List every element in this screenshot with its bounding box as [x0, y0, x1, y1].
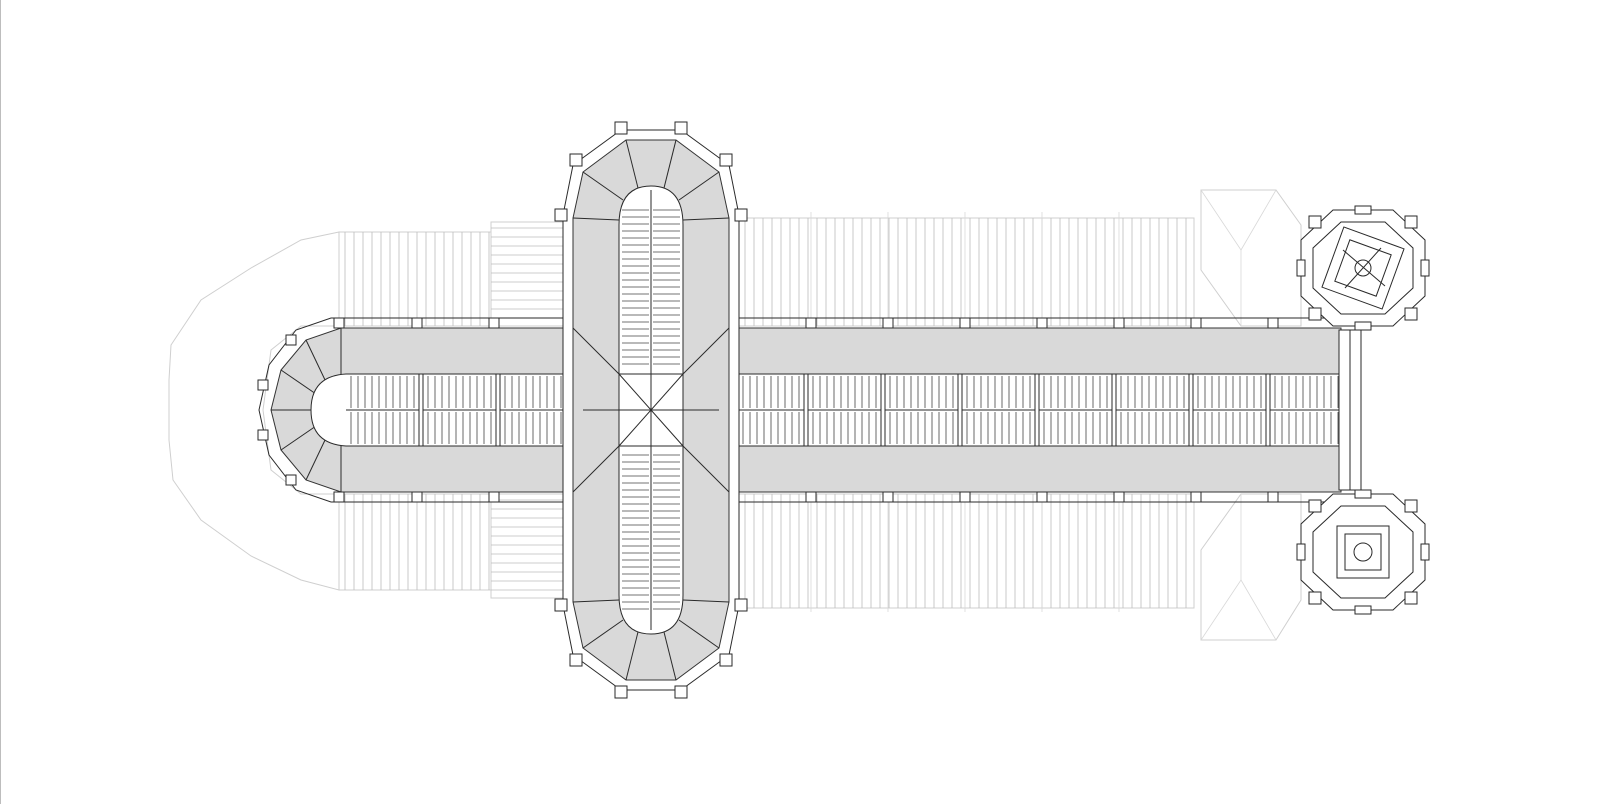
buttress-pinnacle: [257, 429, 269, 441]
buttress-pinnacle: [734, 208, 748, 222]
south-aisle-west-roof-2: [490, 493, 572, 599]
south-tower: [1296, 489, 1430, 615]
buttress-pinnacle: [569, 653, 583, 667]
buttress-pinnacle: [719, 653, 733, 667]
south-aisle-west-roof: [338, 493, 492, 591]
buttress-pinnacle: [333, 317, 345, 329]
buttress-pinnacle: [882, 317, 894, 329]
nave-truss: [1111, 373, 1117, 447]
buttress-pinnacle: [805, 317, 817, 329]
buttress-pinnacle: [959, 491, 971, 503]
buttress-pinnacle: [734, 598, 748, 612]
aisle-roof-seams: [344, 212, 1187, 612]
buttress-pinnacle: [719, 153, 733, 167]
north-aisle-west-roof-2: [490, 221, 572, 327]
south-aisle-east-roof: [738, 493, 1195, 609]
aisle-roofs-faint: [168, 189, 1302, 641]
buttress-pinnacle: [285, 334, 297, 346]
buttress-pinnacle: [674, 121, 688, 135]
transept-rafters: [622, 209, 680, 610]
buttress-pinnacle: [1036, 317, 1048, 329]
nave-truss: [957, 373, 963, 447]
buttress-pinnacle: [882, 491, 894, 503]
buttress-pinnacle: [488, 317, 500, 329]
east-end: [1338, 329, 1362, 491]
nave-truss: [418, 373, 424, 447]
buttress-pinnacle: [805, 491, 817, 503]
buttress-pinnacle: [1190, 491, 1202, 503]
buttress-pinnacle: [959, 317, 971, 329]
buttress-pinnacle: [488, 491, 500, 503]
north-aisle-east-roof: [738, 217, 1195, 327]
apse-ridges: [271, 328, 342, 492]
buttress-pinnacle: [554, 208, 568, 222]
buttress-pinnacle: [411, 317, 423, 329]
nave-outer-outline: [258, 317, 1346, 503]
buttress-pinnacle: [1036, 491, 1048, 503]
nave-truss: [880, 373, 886, 447]
buttress-pinnacle: [674, 685, 688, 699]
buttress-pinnacle: [411, 491, 423, 503]
nave-truss: [1034, 373, 1040, 447]
buttress-pinnacle: [1267, 491, 1279, 503]
buttress-pinnacle: [569, 153, 583, 167]
buttress-pinnacle: [257, 379, 269, 391]
south-tower-spire-base: [1336, 525, 1390, 579]
north-east-chapel-roof: [1200, 189, 1302, 327]
north-aisle-west-roof: [338, 231, 492, 327]
nave-truss: [803, 373, 809, 447]
crossing: [572, 327, 730, 493]
buttress-pinnacle: [1113, 491, 1125, 503]
buttress-pinnacle: [1190, 317, 1202, 329]
nave-roof: [258, 317, 1346, 503]
buttress-pinnacle: [614, 685, 628, 699]
buttress-pinnacle: [1113, 317, 1125, 329]
buttress-pinnacle: [554, 598, 568, 612]
buttress-pinnacle: [285, 474, 297, 486]
nave-truss: [495, 373, 501, 447]
buttress-pinnacle: [614, 121, 628, 135]
buttress-pinnacles: [257, 121, 1279, 699]
west-ambulatory-roof: [168, 231, 340, 591]
north-tower: [1296, 205, 1430, 331]
nave-truss: [1265, 373, 1271, 447]
nave-truss: [1188, 373, 1194, 447]
buttress-pinnacle: [1267, 317, 1279, 329]
buttress-pinnacle: [333, 491, 345, 503]
